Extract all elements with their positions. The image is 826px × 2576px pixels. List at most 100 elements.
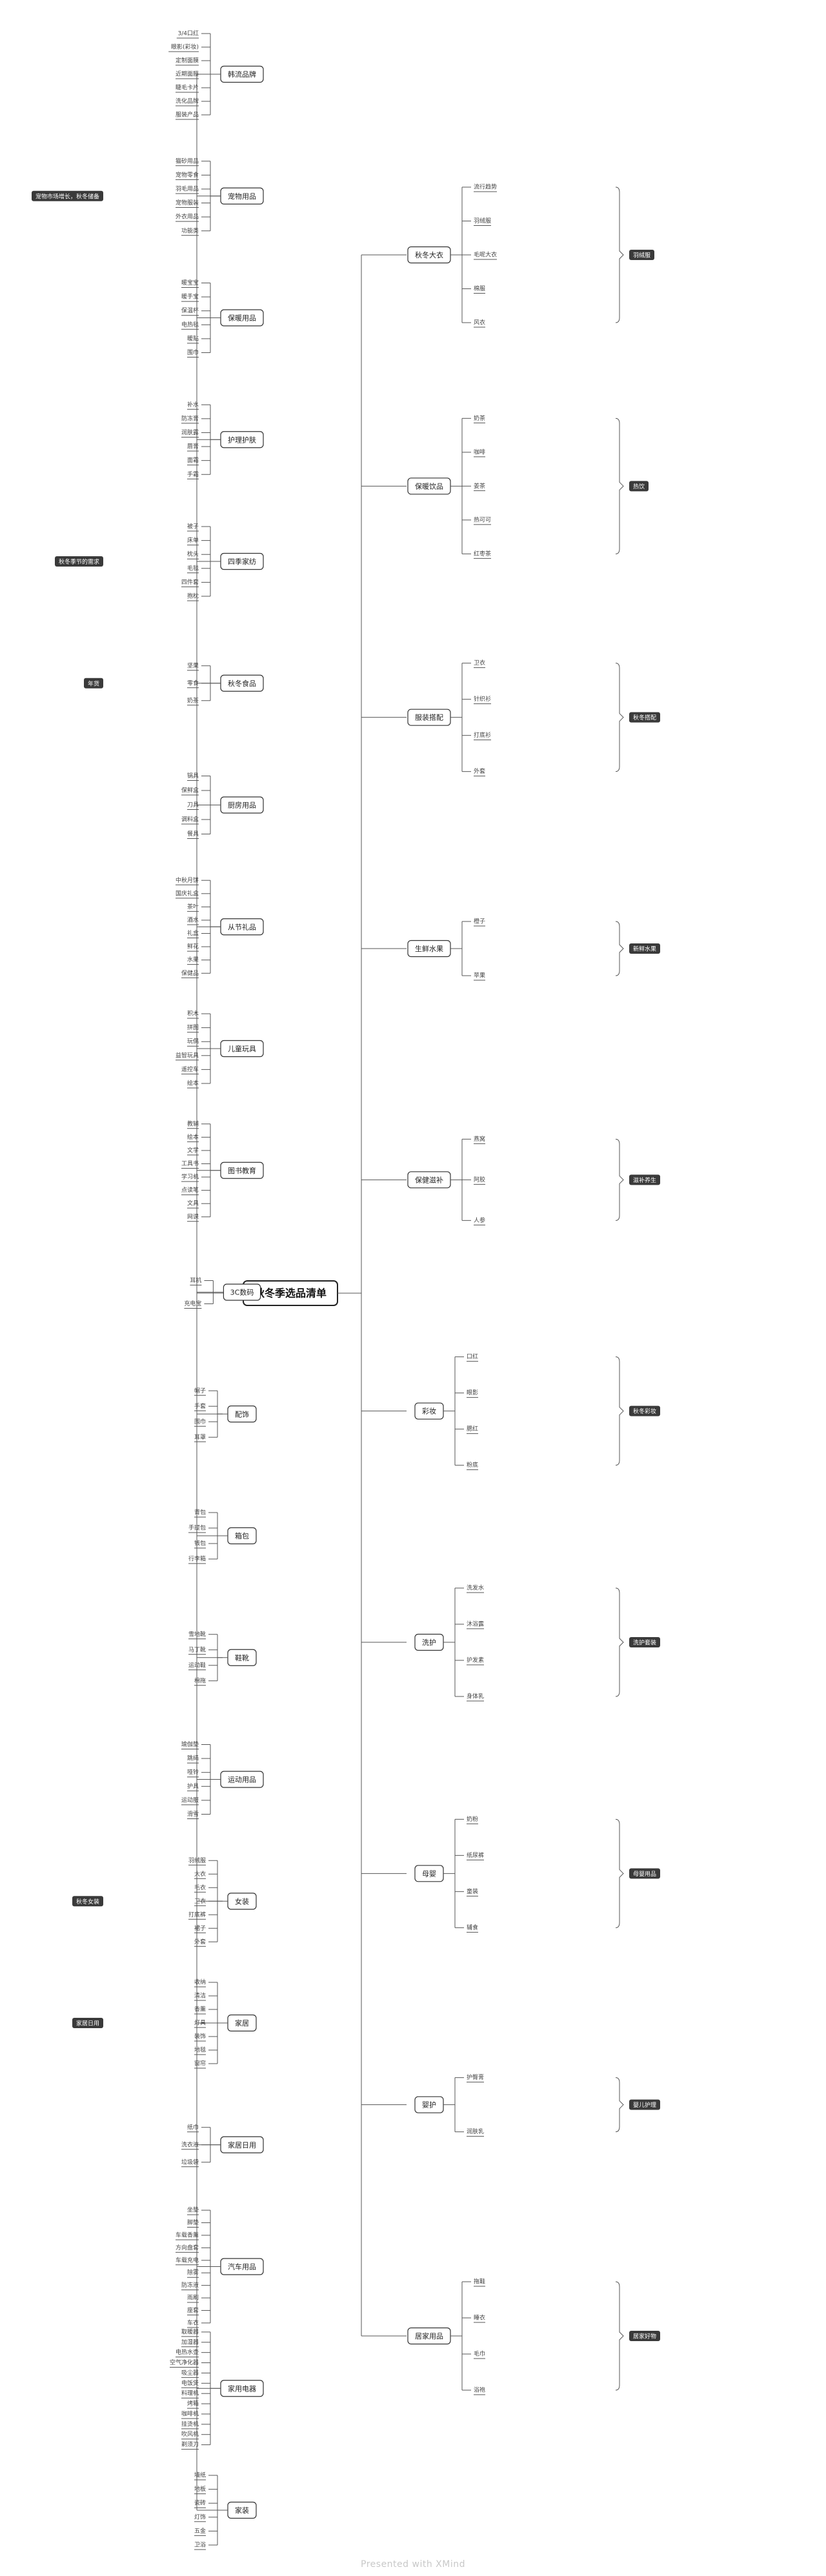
- leaf-node: 鲜花: [187, 943, 199, 951]
- leaf-node: 宠物零食: [176, 171, 199, 179]
- leaf-node: 遥控车: [181, 1065, 199, 1073]
- branch-topic-left-6-label: 厨房用品: [228, 801, 256, 810]
- leaf-node: 脚垫: [187, 2219, 199, 2226]
- summary-bracket: [615, 1587, 624, 1697]
- summary-bracket: [615, 2077, 624, 2133]
- leaf-node: 腮红: [467, 1425, 478, 1433]
- leaf-node: 浴袍: [474, 2386, 485, 2394]
- branch-topic-right-2-label: 服装搭配: [415, 714, 443, 722]
- leaf-node: 收纳: [194, 1978, 206, 1986]
- leaf-node: 地毯: [194, 2046, 206, 2054]
- leaf-node: 羽绒服: [474, 217, 491, 225]
- branch-topic-left-7-label: 从节礼品: [228, 922, 256, 931]
- leaf-node: 羽毛用品: [176, 185, 199, 192]
- leaf-node: 瑜伽垫: [181, 1740, 199, 1748]
- callout-right-2-box: [629, 712, 660, 723]
- branch-topic-left-10-label: 3C数码: [230, 1289, 254, 1297]
- leaf-node: 积木: [187, 1010, 199, 1018]
- leaf-node: 窗帘: [194, 2060, 206, 2068]
- leaf-node: 外套: [474, 767, 485, 775]
- leaf-node: 暖宝宝: [181, 279, 199, 287]
- leaf-node: 墙纸: [194, 2471, 206, 2479]
- leaf-node: 酒水: [187, 916, 199, 923]
- branch-topic-left-13-label: 鞋靴: [235, 1653, 249, 1662]
- leaf-node: 面霜: [187, 457, 199, 464]
- summary-bracket: [615, 1818, 624, 1928]
- leaf-node: 咖啡机: [181, 2410, 199, 2417]
- leaf-node: 雪地靴: [188, 1630, 206, 1638]
- leaf-node: 国庆礼盒: [176, 889, 199, 897]
- callout-right-0-box: [629, 250, 654, 260]
- leaf-node: 益智玩具: [176, 1051, 199, 1059]
- leaf-node: 定制面膜: [176, 57, 199, 65]
- leaf-node: 服装产品: [176, 111, 199, 119]
- leaf-node: 护具: [187, 1782, 199, 1790]
- branch-topic-left-20-label: 家装: [235, 2506, 249, 2515]
- leaf-node: 座套: [187, 2306, 199, 2314]
- branch-topic-left-5-label: 秋冬食品: [228, 679, 256, 688]
- leaf-node: 宠物服装: [176, 199, 199, 206]
- callout-right-7-box: [629, 1868, 660, 1879]
- leaf-node: 卫衣: [194, 1897, 206, 1905]
- summary-bracket: [615, 186, 624, 323]
- callout-left-16-box: [72, 2018, 103, 2028]
- leaf-node: 挂烫机: [181, 2420, 199, 2428]
- leaf-node: 口红: [467, 1353, 478, 1360]
- leaf-node: 外衣用品: [176, 213, 199, 221]
- branch-topic-right-6-label: 洗护: [422, 1638, 436, 1647]
- leaf-node: 洗发水: [467, 1584, 484, 1592]
- branch-topic-left-4-label: 四季家纺: [228, 557, 256, 566]
- leaf-node: 风衣: [474, 319, 485, 327]
- leaf-node: 清洁: [194, 1992, 206, 2000]
- leaf-node: 坐垫: [187, 2206, 199, 2214]
- leaf-node: 润肤乳: [467, 2128, 484, 2135]
- leaf-node: 背包: [194, 1509, 206, 1516]
- leaf-node: 车衣: [187, 2319, 199, 2326]
- summary-bracket: [615, 1138, 624, 1221]
- branch-topic-left-16-label: 家居: [235, 2018, 249, 2028]
- callout-right-3-label: 新鲜水果: [633, 945, 656, 953]
- leaf-node: 橙子: [474, 918, 485, 925]
- leaf-node: 手套: [194, 1402, 206, 1410]
- leaf-node: 暖贴: [187, 334, 199, 342]
- callout-left-4-label: 秋冬季节的需求: [59, 558, 99, 566]
- leaf-node: 车载充电: [176, 2256, 199, 2264]
- leaf-node: 拖鞋: [474, 2278, 485, 2286]
- leaf-node: 茶叶: [187, 903, 199, 911]
- callout-right-2-label: 秋冬搭配: [633, 714, 656, 721]
- callout-right-4-box: [629, 1174, 660, 1185]
- leaf-node: 雨刷: [187, 2295, 199, 2302]
- callout-right-5-label: 秋冬彩妆: [633, 1407, 656, 1415]
- callout-left-5-label: 年货: [88, 679, 99, 687]
- leaf-node: 电饭煲: [181, 2379, 199, 2387]
- leaf-node: 纸尿裤: [467, 1851, 484, 1859]
- leaf-node: 热可可: [474, 516, 491, 523]
- leaf-node: 针织衫: [474, 695, 491, 703]
- leaf-node: 身体乳: [467, 1693, 484, 1700]
- leaf-node: 围巾: [187, 348, 199, 356]
- callout-left-16-label: 家居日用: [76, 2020, 99, 2028]
- leaf-node: 润肤露: [181, 428, 199, 436]
- leaf-node: 抱枕: [187, 592, 199, 600]
- branch-topic-right-0-label: 秋冬大衣: [415, 250, 443, 259]
- leaf-node: 沐浴露: [467, 1620, 484, 1628]
- leaf-node: 睫毛卡片: [176, 84, 199, 92]
- leaf-node: 刀具: [187, 801, 199, 809]
- leaf-node: 四件套: [181, 578, 199, 586]
- leaf-node: 跳绳: [187, 1755, 199, 1762]
- leaf-node: 坚果: [187, 662, 199, 669]
- root-topic-label: 秋冬季选品清单: [254, 1287, 327, 1300]
- summary-bracket: [615, 418, 624, 554]
- leaf-node: 香薰: [194, 2006, 206, 2013]
- leaf-node: 奶茶: [474, 414, 485, 422]
- leaf-node: 洗衣液: [181, 2140, 199, 2148]
- leaf-node: 五金: [194, 2527, 206, 2535]
- leaf-node: 功能类: [181, 226, 199, 234]
- leaf-node: 卫浴: [194, 2542, 206, 2549]
- callout-right-5-box: [629, 1405, 660, 1416]
- branch-topic-left-19-label: 家用电器: [228, 2384, 256, 2393]
- leaf-node: 运动服: [181, 1796, 199, 1804]
- leaf-node: 毛呢大衣: [474, 251, 497, 259]
- leaf-node: 电热水壶: [176, 2348, 199, 2356]
- leaf-node: 烤箱: [187, 2400, 199, 2408]
